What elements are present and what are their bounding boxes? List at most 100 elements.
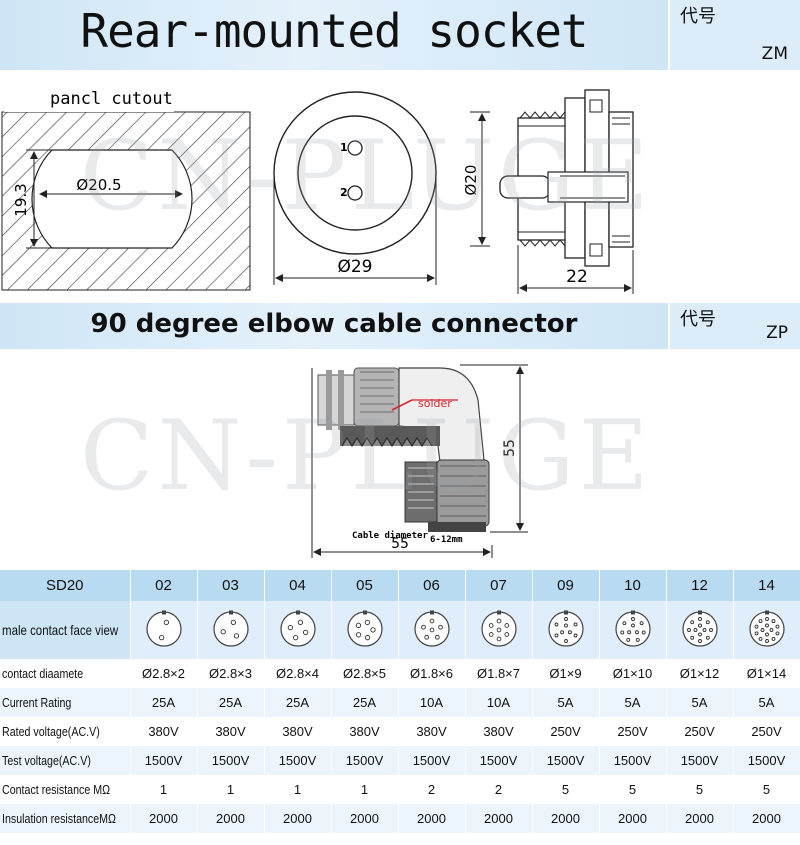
contact-pin	[563, 616, 568, 621]
contact-pin	[369, 626, 376, 633]
table-cell: 25A	[264, 688, 332, 717]
solder-label: solder	[418, 397, 452, 410]
socket-face-drawing: 1 2 Ø29	[273, 91, 437, 285]
face-key	[295, 610, 300, 614]
face-key	[697, 610, 702, 614]
code-label: 代号	[680, 6, 716, 27]
contact-pin	[434, 634, 440, 640]
row-label-text: Contact resistance MΩ	[2, 782, 111, 797]
contact-pin	[573, 633, 577, 637]
contact-pin	[554, 622, 558, 626]
table-cell: 25A	[197, 688, 265, 717]
row-label: Contact resistance MΩ	[0, 775, 131, 804]
contact-pin	[634, 629, 639, 634]
table-cell: 10A	[465, 688, 533, 717]
table-cell: 1500V	[532, 746, 600, 775]
table-cell: 1500V	[264, 746, 332, 775]
table-cell: 1500V	[666, 746, 734, 775]
contact-pin	[297, 619, 303, 625]
face-key	[362, 610, 367, 614]
table-cell: 1500V	[197, 746, 265, 775]
contact-pin	[563, 623, 568, 627]
face-view-07	[465, 601, 533, 659]
contact-pin	[230, 619, 236, 625]
face-ring	[145, 610, 182, 647]
contact-pin	[764, 623, 769, 627]
code-value: ZP	[766, 323, 788, 343]
pin-1	[347, 140, 363, 156]
table-cell: 5	[733, 775, 800, 804]
table-cell: 5	[666, 775, 734, 804]
contact-pin	[355, 622, 361, 628]
socket-side-drawing: Ø20 22	[462, 89, 634, 294]
contact-pin	[621, 620, 626, 625]
column-header-07: 07	[465, 570, 533, 601]
table-cell: Ø2.8×4	[264, 659, 332, 688]
face-view-label-text: male contact face view	[2, 622, 119, 638]
contact-pin	[764, 638, 769, 643]
contact-pin	[630, 623, 635, 627]
table-cell: 5	[599, 775, 667, 804]
contact-pin	[563, 638, 568, 643]
face-ring	[413, 610, 450, 647]
contact-pin	[429, 618, 434, 623]
contact-pin	[705, 635, 710, 640]
contact-pin	[573, 622, 577, 626]
table-cell: 2000	[197, 804, 265, 833]
table-cell: Ø1×10	[599, 659, 667, 688]
table-cell: 25A	[331, 688, 399, 717]
row-label-text: Rated voltage(AC.V)	[2, 724, 100, 739]
contact-pin	[554, 633, 558, 637]
contact-pin	[488, 622, 494, 628]
face-key	[429, 610, 434, 614]
face-dia-value: Ø29	[337, 257, 372, 277]
table-cell: 1	[264, 775, 332, 804]
table-cell: Ø1×14	[733, 659, 800, 688]
elbow-title-bar: 90 degree elbow cable connector 代号 ZP	[0, 303, 800, 349]
row-label-text: Current Rating	[2, 695, 72, 710]
contact-pin	[559, 629, 564, 634]
table-cell: 1500V	[331, 746, 399, 775]
table-cell: 2000	[130, 804, 198, 833]
contact-pin	[364, 634, 370, 640]
panel-cutout-drawing: pancl cutout 19.3 Ø20.5	[1, 88, 251, 291]
table-cell: 2000	[733, 804, 800, 833]
solder-cup	[499, 175, 551, 199]
contact-pin	[693, 627, 697, 632]
contact-pin	[355, 631, 361, 637]
table-cell: 250V	[532, 717, 600, 746]
table-cell: 5A	[733, 688, 800, 717]
contact-pin	[639, 620, 644, 625]
face-key	[764, 610, 769, 614]
cable-range: 6-12mm	[430, 535, 463, 545]
table-cell: Ø1.8×6	[398, 659, 466, 688]
contact-pin	[567, 629, 572, 634]
contact-pin	[641, 630, 646, 634]
contact-pin	[437, 624, 443, 630]
elbow-connector-drawing: 55 55 solder Cable diameter 6-12mm	[311, 364, 528, 558]
contact-pin	[496, 627, 501, 632]
table-cell: 250V	[666, 717, 734, 746]
contact-pin	[503, 631, 509, 637]
pin-2	[347, 185, 363, 201]
table-cell: 380V	[331, 717, 399, 746]
table-cell: Ø2.8×2	[130, 659, 198, 688]
table-cell: 2000	[532, 804, 600, 833]
contact-pin	[775, 624, 779, 629]
contact-pin	[302, 629, 308, 635]
row-label: Current Rating	[0, 688, 131, 717]
column-header-09: 09	[532, 570, 600, 601]
contact-pin	[769, 627, 773, 632]
face-view-row: male contact face view	[0, 601, 800, 659]
contact-pin	[771, 636, 775, 641]
contact-pin	[488, 631, 494, 637]
side-len-value: 22	[566, 267, 588, 287]
contact-pin	[697, 623, 702, 627]
face-view-09	[532, 601, 600, 659]
table-cell: 2	[465, 775, 533, 804]
contact-pin	[429, 627, 434, 632]
elbow-height-value: 55	[502, 439, 518, 457]
contact-pin	[635, 637, 640, 642]
